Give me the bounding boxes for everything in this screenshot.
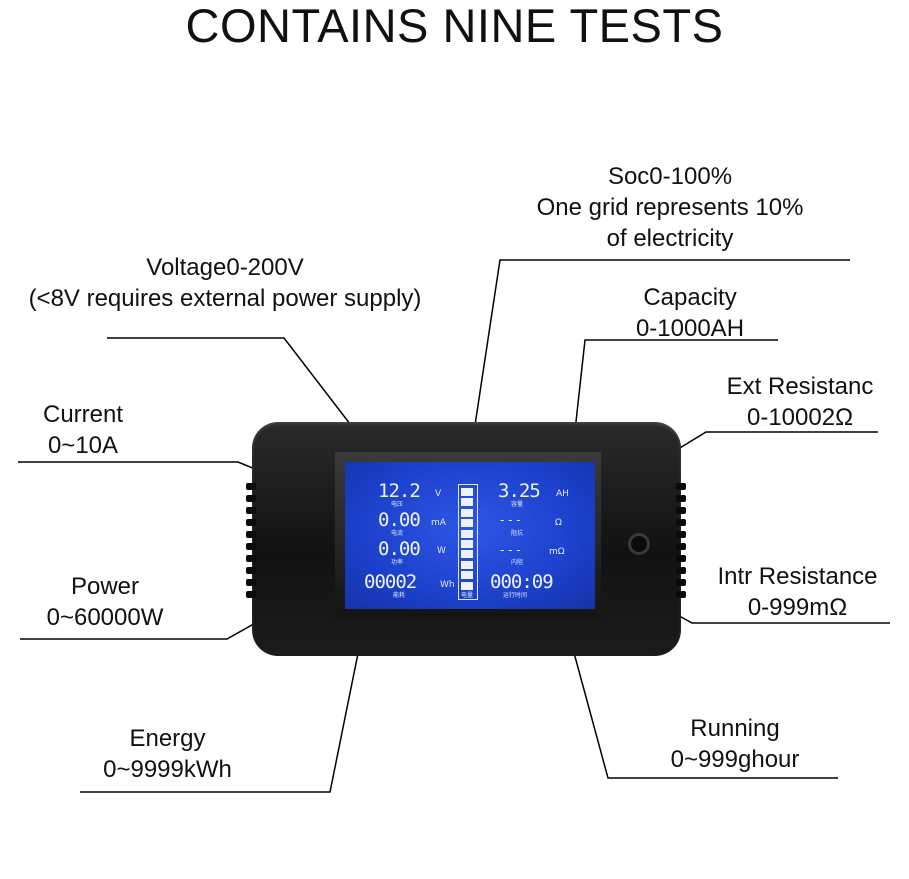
battery-cell [461,571,473,580]
intr-resistance-readout: - - - [500,543,521,557]
reset-button[interactable] [628,533,650,555]
vent-slot [676,507,686,514]
energy-leader [80,593,371,793]
battery-cell [461,581,473,590]
vent-slot [246,555,256,562]
vent-slot [676,555,686,562]
battery-cell [461,560,473,569]
battery-cell [461,550,473,559]
capacity-cn: 容量 [511,501,524,508]
time-cn: 运行时间 [503,592,528,599]
power-readout: 0.00 [378,538,421,560]
page-title: CONTAINS NINE TESTS [185,0,724,52]
vent-slot [676,495,686,502]
intr-resistance-cn: 内阻 [511,559,524,566]
current-unit: mA [431,518,446,528]
time-readout: 000:09 [490,571,554,593]
battery-cell [461,498,473,507]
current-readout: 0.00 [378,509,421,531]
power-cn: 功率 [391,559,404,566]
soc-label: Soc0-100%One grid represents 10%of elect… [536,163,804,252]
vent-slot [246,531,256,538]
vent-slot [246,567,256,574]
vent-slot [676,483,686,490]
ext-resistance-cn: 阻抗 [511,530,524,537]
battery-cell [461,540,473,548]
battery-cell [461,488,473,496]
vent-slot [676,579,686,586]
vent-slot [676,531,686,538]
energy-cn: 能耗 [393,592,406,599]
vent-slot [246,591,256,598]
capacity-unit: AH [556,489,569,499]
voltage-cn: 电压 [391,501,404,508]
vent-slot [246,543,256,550]
battery-cn: 电量 [461,592,474,599]
voltage-label: Voltage0-200V(<8V requires external powe… [28,254,422,312]
battery-gauge [458,484,478,600]
voltage-unit: V [435,489,442,499]
capacity-readout: 3.25 [498,480,541,502]
ext-resistance-unit: Ω [555,518,562,528]
voltage-readout: 12.2 [378,480,421,502]
vent-slot [676,591,686,598]
soc-leader [466,259,850,479]
battery-cell [461,508,473,517]
vent-slot [676,567,686,574]
battery-cell [461,519,473,528]
vent-slot [246,519,256,526]
ext-resistance-readout: - - - [500,513,521,527]
vent-slot [246,579,256,586]
vent-slot [246,507,256,514]
energy-readout: 00002 [364,571,417,593]
vent-slot [246,483,256,490]
power-unit: W [437,546,446,556]
energy-unit: Wh [440,580,455,590]
current-cn: 电流 [391,530,404,537]
vent-slot [676,543,686,550]
intr-resistance-unit: mΩ [549,547,565,557]
vent-slot [246,495,256,502]
battery-cell [461,529,473,538]
vent-slot [676,519,686,526]
